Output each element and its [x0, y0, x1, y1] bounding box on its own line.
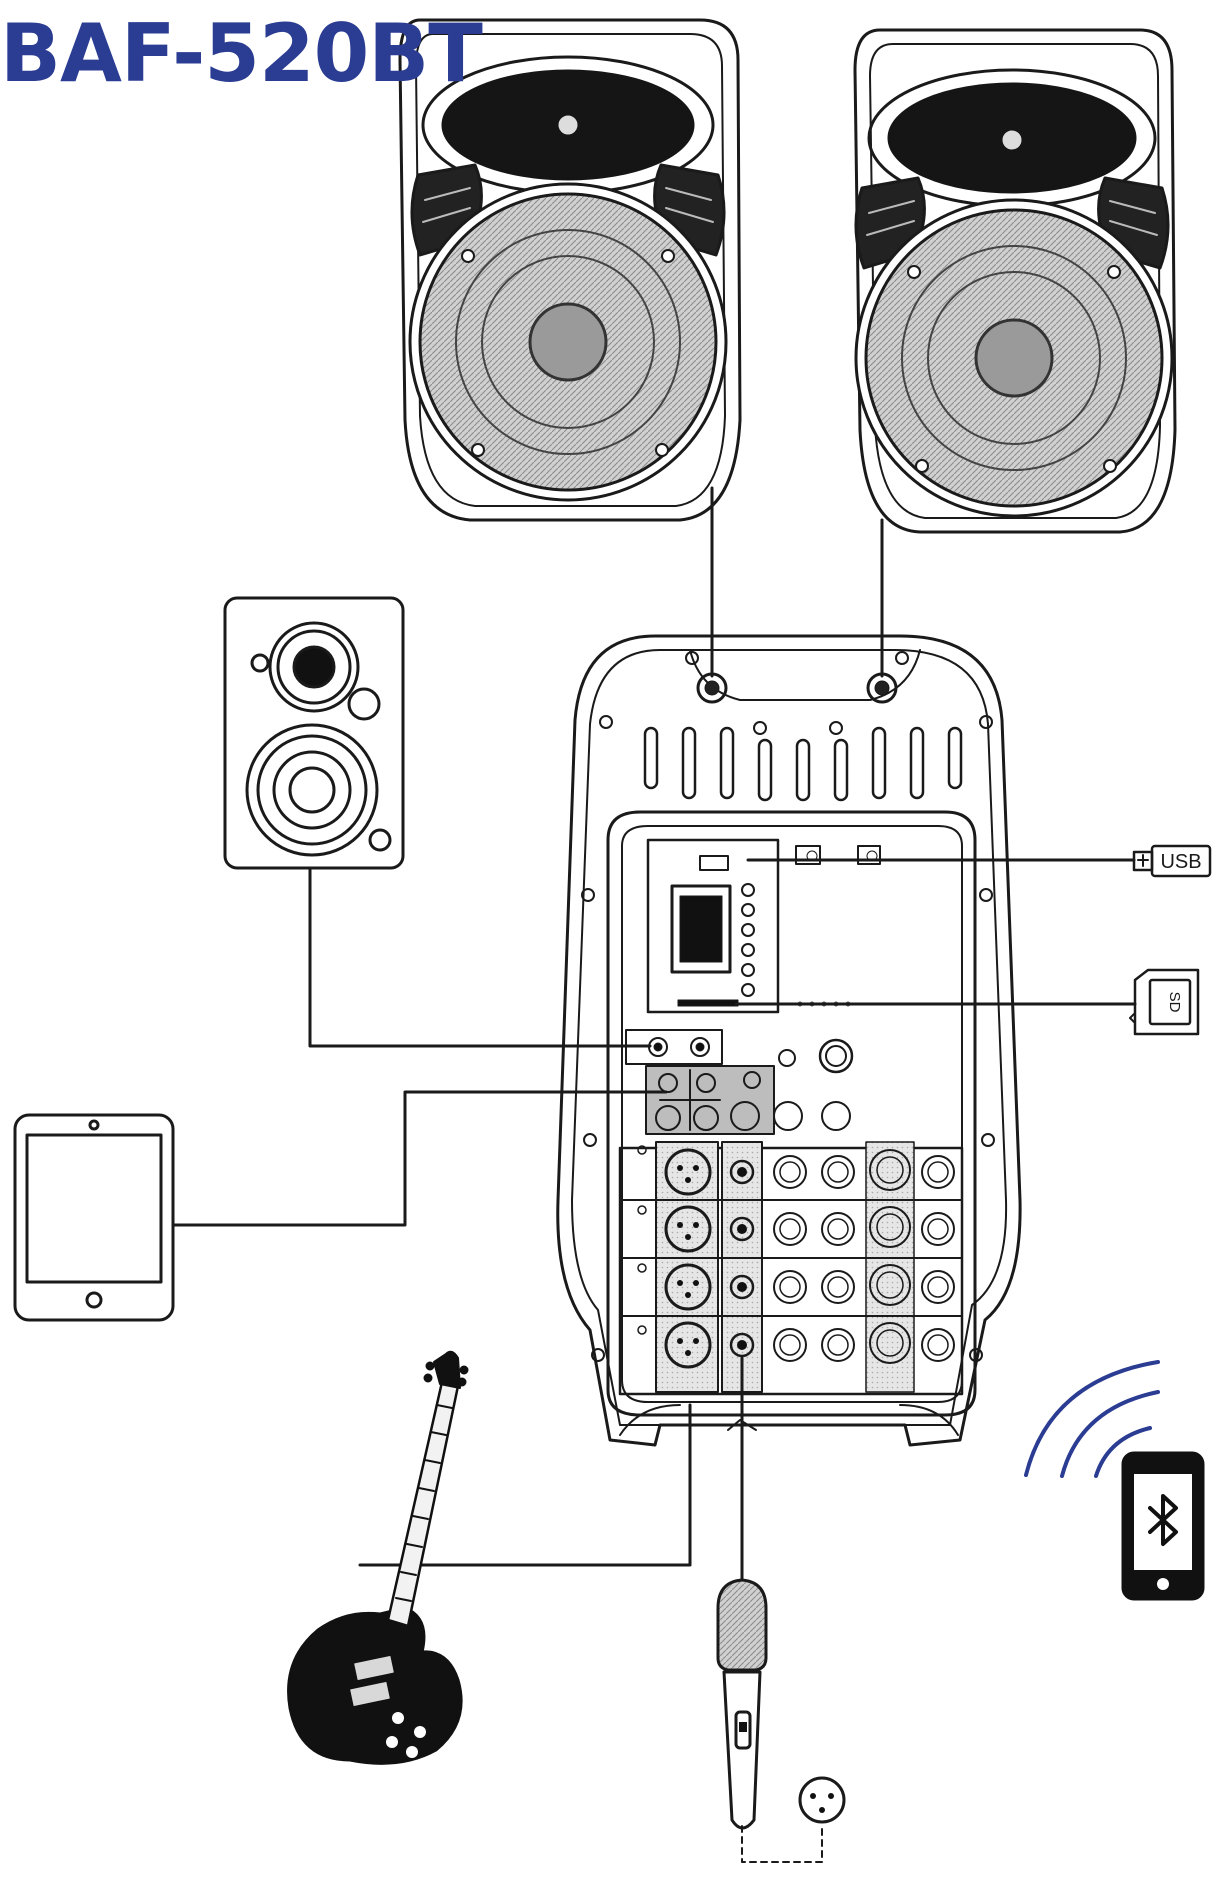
tablet-icon [13, 1113, 175, 1322]
product-title: BAF-520BT [0, 7, 483, 100]
active-speaker-rear-panel [556, 634, 1022, 1447]
wireless-waves-icon [1024, 1360, 1160, 1478]
usb-label: USB [1160, 851, 1201, 873]
sd-card-label: SD [1166, 992, 1183, 1013]
microphone-icon [716, 1578, 823, 1863]
mixer-channel-strips [618, 1141, 964, 1396]
right-speaker-icon [853, 28, 1177, 534]
usb-plug-icon [1132, 844, 1212, 878]
electric-guitar-icon [287, 1350, 469, 1765]
xlr-plug-icon [798, 1776, 846, 1824]
connection-cables [171, 486, 1137, 1602]
bluetooth-smartphone-icon [1121, 1451, 1205, 1601]
sd-card-icon [1129, 968, 1200, 1036]
left-speaker-icon [398, 18, 742, 522]
bookshelf-monitor-icon [223, 596, 405, 870]
